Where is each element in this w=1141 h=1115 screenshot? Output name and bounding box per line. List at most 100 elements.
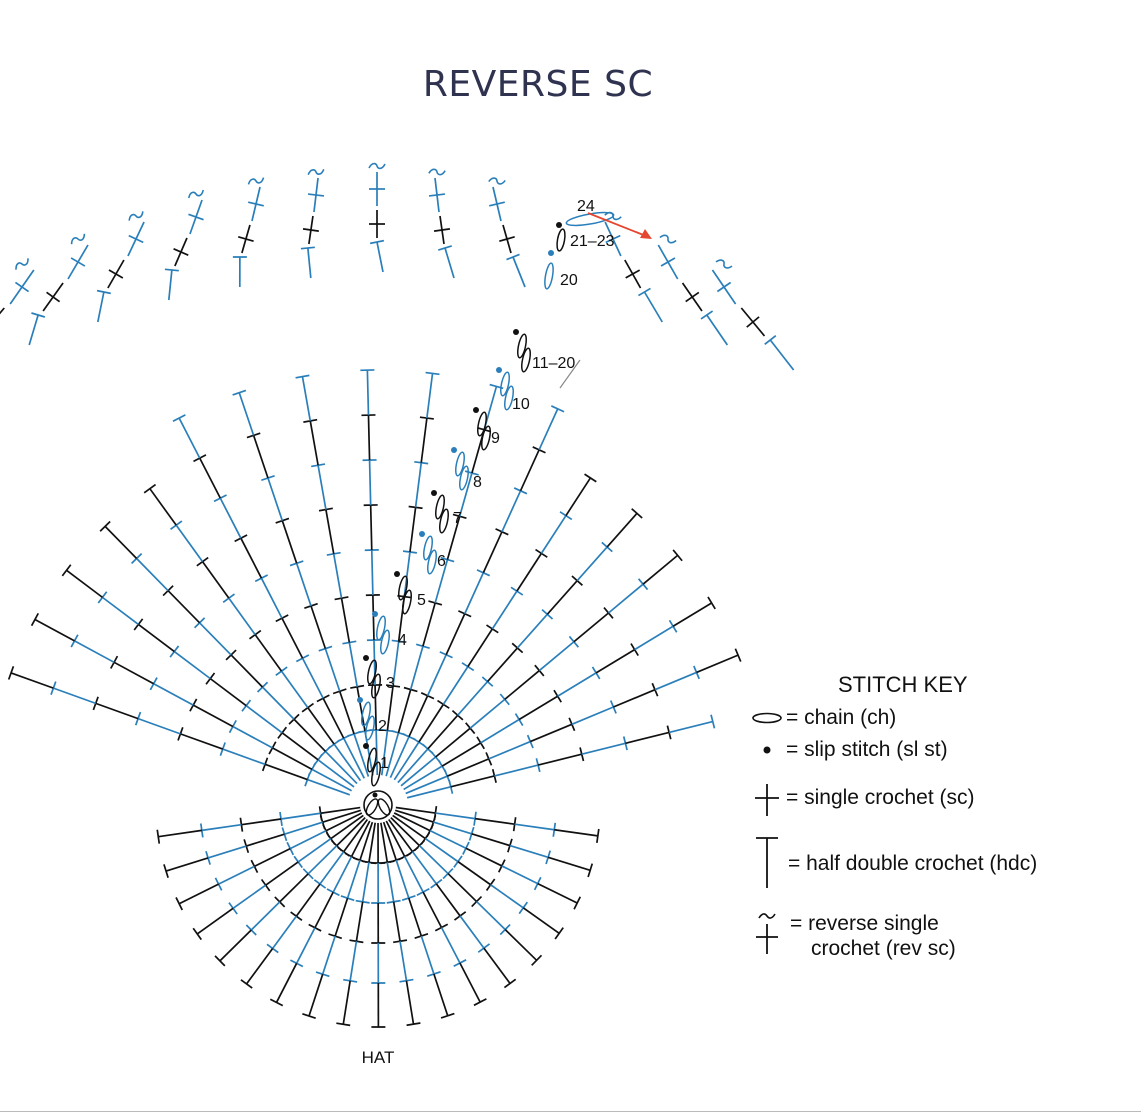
hdc-stem — [320, 806, 361, 815]
hdc-stem — [317, 465, 327, 510]
hdc-stem — [319, 851, 345, 885]
row-label: 10 — [512, 396, 530, 413]
hdc-stem — [281, 617, 304, 659]
hdc-stem — [310, 605, 327, 649]
sc-bar — [433, 228, 451, 232]
hdc-bar — [96, 289, 111, 295]
hdc-bar — [438, 245, 452, 251]
direction-arrow-head — [640, 229, 652, 239]
chain-stitch — [402, 589, 412, 615]
hdc-stem — [325, 509, 335, 555]
hdc-stem — [361, 862, 370, 902]
hdc-stem — [175, 524, 204, 563]
hdc-stem — [240, 537, 263, 579]
hdc-stem — [301, 657, 324, 699]
hdc-stem — [167, 590, 201, 624]
hdc-stem — [607, 583, 644, 614]
hdc-stem — [625, 731, 670, 745]
hdc-stem — [261, 686, 295, 720]
hdc-stem — [634, 625, 674, 651]
hdc-stem — [606, 512, 638, 548]
hdc-stem — [218, 865, 255, 885]
rev-sc-tilde — [188, 189, 204, 199]
slip-stitch-dot — [473, 407, 479, 413]
chain-stitch — [459, 465, 469, 491]
hdc-stem — [406, 786, 451, 799]
hdc-stem — [368, 460, 372, 506]
hdc-bar — [240, 979, 253, 989]
rev-sc-tilde — [715, 259, 733, 269]
hdc-stem — [433, 821, 472, 835]
single-crochet-icon — [755, 784, 779, 816]
hdc-stem — [418, 844, 449, 875]
chain-stitch — [435, 494, 445, 520]
hdc-stem — [219, 929, 252, 962]
rev-sc-tilde — [428, 168, 446, 176]
hdc-bar — [541, 609, 554, 620]
hdc-stem — [330, 814, 364, 840]
hdc-stem — [386, 862, 395, 902]
chain-stitch — [367, 659, 377, 685]
hdc-stem — [178, 883, 219, 905]
row-label: 21–23 — [570, 233, 615, 250]
slip-stitch-dot — [372, 611, 378, 617]
hdc-stem — [405, 980, 415, 1025]
hdc-bar — [163, 864, 169, 878]
hdc-stem — [322, 697, 345, 739]
hdc-stem — [444, 247, 455, 279]
hdc-stem — [501, 865, 539, 885]
hdc-bar — [535, 758, 541, 773]
sc-bar — [489, 201, 505, 207]
hdc-stem — [654, 671, 697, 691]
hdc-stem — [332, 553, 343, 599]
row-label: 11–20 — [532, 355, 575, 372]
direction-arrow-line — [587, 212, 647, 237]
hdc-stem — [480, 718, 520, 744]
slip-stitch-dot — [363, 655, 369, 661]
row-label: 9 — [491, 430, 500, 447]
hdc-bar — [313, 879, 327, 889]
hdc-stem — [178, 417, 201, 459]
hdc-stem — [408, 695, 429, 738]
hdc-stem — [409, 507, 417, 553]
hdc-bar — [336, 1022, 351, 1027]
hdc-bar — [550, 405, 565, 413]
hdc-bar — [428, 600, 443, 606]
hdc-stem — [245, 705, 283, 734]
hdc-bar — [143, 483, 157, 494]
hdc-stem — [254, 634, 283, 672]
rev-sc-tilde — [307, 168, 325, 176]
hdc-stem — [400, 756, 437, 787]
hdc-bar — [764, 335, 777, 345]
hdc-stem — [642, 554, 679, 585]
center-ring — [363, 790, 393, 820]
hdc-stem — [265, 861, 299, 886]
hdc-bar — [510, 586, 524, 596]
hdc-stem — [332, 856, 353, 893]
hdc-stem — [241, 818, 282, 826]
hdc-stem — [399, 941, 408, 981]
hdc-stem — [581, 742, 626, 756]
hdc-bar — [406, 1022, 421, 1027]
hdc-stem — [325, 812, 363, 832]
sc-bar — [248, 201, 264, 207]
row-label: 4 — [398, 632, 407, 649]
hdc-stem — [403, 856, 424, 893]
slip-stitch-dot — [496, 367, 502, 373]
hdc-stem — [490, 884, 524, 909]
hdc-stem — [180, 733, 224, 750]
hdc-stem — [136, 557, 169, 592]
hdc-stem — [307, 778, 351, 796]
hdc-stem — [369, 505, 373, 551]
hdc-stem — [167, 269, 173, 301]
chain-stitch — [371, 673, 381, 699]
bottom-divider — [0, 1111, 1141, 1112]
hdc-stem — [491, 590, 518, 630]
row-label: 8 — [473, 474, 482, 491]
hdc-stem — [518, 695, 559, 721]
hdc-stem — [434, 559, 449, 604]
hdc-stem — [252, 435, 269, 479]
hdc-stem — [459, 915, 485, 949]
